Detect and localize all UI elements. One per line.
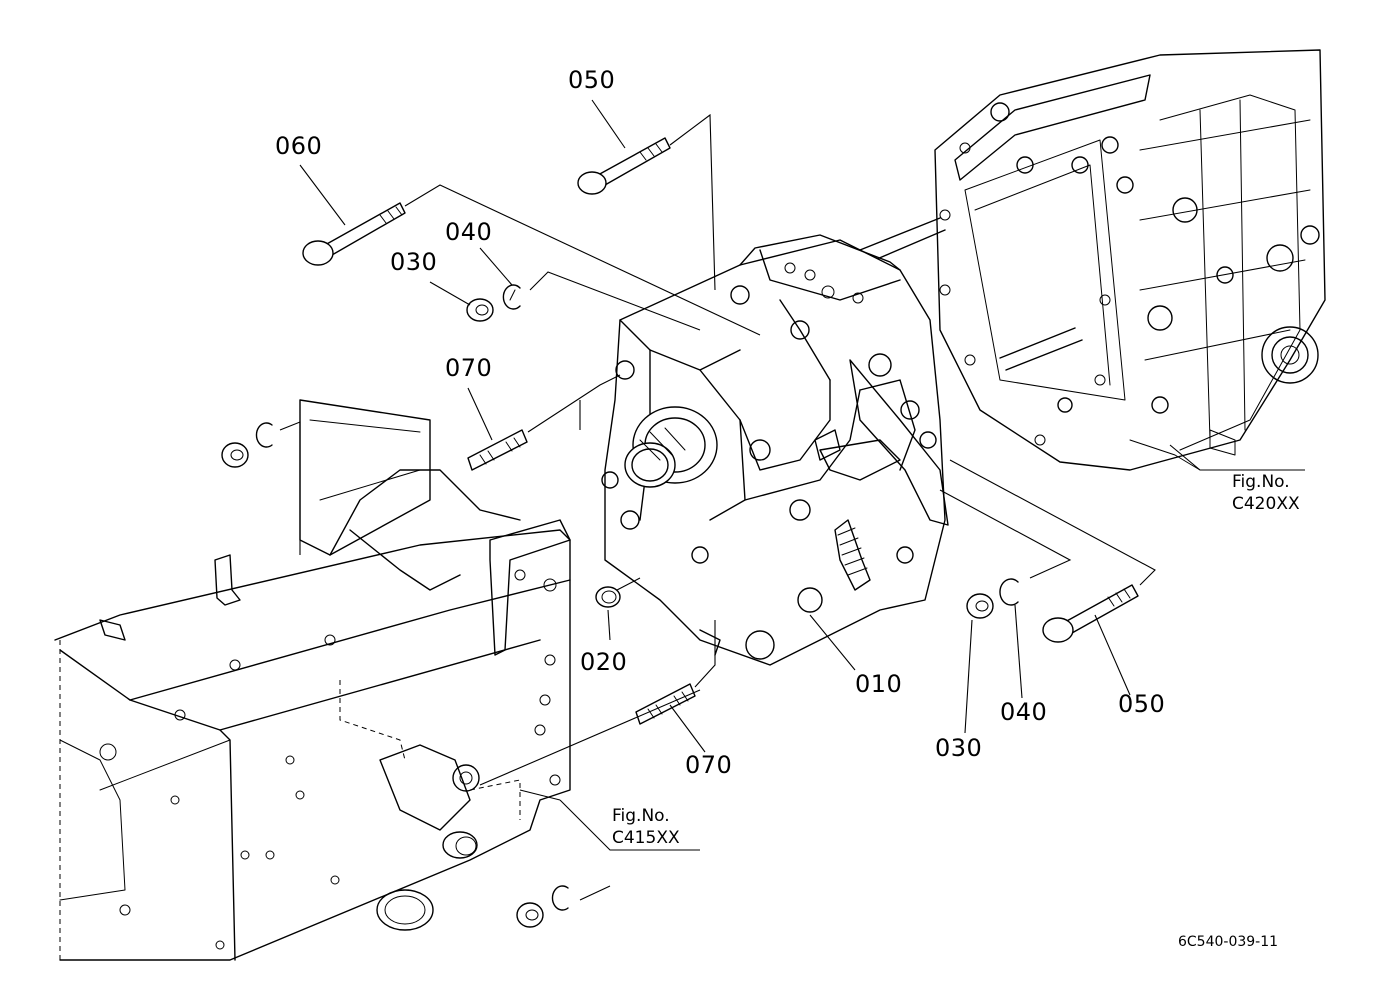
figure-ref-c415xx: Fig.No. C415XX	[612, 805, 680, 849]
callout-030-right: 030	[935, 734, 983, 762]
callout-010: 010	[855, 670, 903, 698]
callout-020: 020	[580, 648, 628, 676]
callout-060: 060	[275, 132, 323, 160]
callout-040-left: 040	[445, 218, 493, 246]
callout-050-right: 050	[1118, 690, 1166, 718]
figure-ref-c415xx-line2: C415XX	[612, 828, 680, 849]
callout-070-lower: 070	[685, 751, 733, 779]
callout-070-upper: 070	[445, 354, 493, 382]
nut-030-left	[466, 298, 494, 322]
callout-leaders	[299, 99, 1305, 851]
figure-ref-c420xx-line2: C420XX	[1232, 494, 1300, 515]
callout-030-left: 030	[390, 248, 438, 276]
bolt-050-top	[577, 137, 671, 195]
bushing-020	[595, 586, 621, 608]
washer-040-right	[999, 578, 1019, 606]
washer-040-left	[502, 284, 521, 310]
figure-ref-c420xx: Fig.No. C420XX	[1232, 471, 1300, 515]
figure-ref-c415xx-line1: Fig.No.	[612, 806, 670, 826]
stud-070-lower	[635, 683, 696, 725]
figure-ref-c420xx-line1: Fig.No.	[1232, 472, 1290, 492]
bolt-060	[302, 202, 406, 266]
transmission-case-housing	[859, 49, 1326, 471]
alignment-lines	[279, 113, 1156, 901]
nut-washer-frame-bottom	[516, 885, 569, 928]
callout-050-top: 050	[568, 66, 616, 94]
callout-040-right: 040	[1000, 698, 1048, 726]
nut-030-right	[966, 593, 994, 619]
stud-070-upper	[467, 429, 528, 471]
front-frame-bracket	[54, 399, 571, 961]
drawing-code: 6C540-039-11	[1178, 934, 1279, 950]
nut-washer-frame-top	[221, 422, 273, 468]
bolt-050-right	[1042, 584, 1139, 643]
part-010-assembly	[601, 234, 949, 666]
